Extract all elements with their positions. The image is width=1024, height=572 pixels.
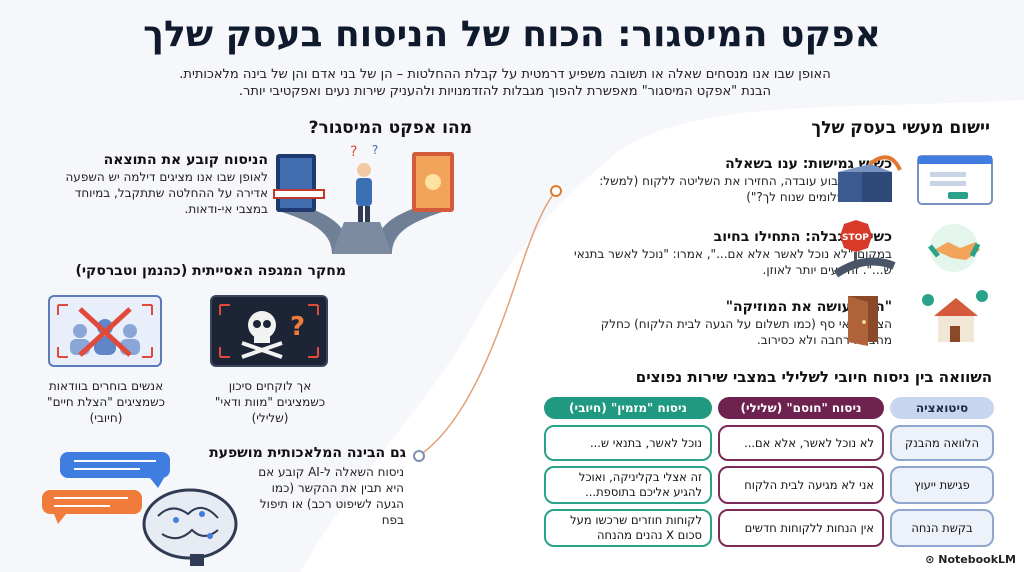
stop-road-icon: STOP [833,220,896,278]
right-heading: יישום מעשי בעסק שלך [811,118,990,138]
left-item-1: הניסוח קובע את התוצאה לאופן שבו אנו מציג… [42,151,268,217]
ai-brain-icon [42,452,238,566]
row-2-positive: זה אצלי בקליניקה, ואוכל להגיע אליכם בתוס… [544,466,712,504]
row-2-situation: פגישת ייעוץ [890,466,994,504]
svg-text:?: ? [290,312,305,342]
open-box-icon [838,155,902,202]
subtitle-line-1: האופן שבו אנו מנסחים שאלה או תשובה משפיע… [179,67,831,82]
right-icons: STOP [833,155,993,346]
handshake-icon [928,224,981,272]
svg-text:?: ? [350,144,357,160]
study-heading: מחקר המגפה האסייתית (כהנמן וטברסקי) [75,263,346,279]
crossroads-icon: ? ? [273,143,454,254]
tip-1-title: כשיש גמישות: ענו בשאלה [725,156,892,172]
table-heading: השוואה בין ניסוח חיובי לשלילי במצבי שירו… [635,368,992,386]
payment-form-icon [917,155,993,205]
page-title: אפקט המיסגור: הכוח של הניסוח בעסק שלך [143,14,881,55]
house-icon [922,290,988,342]
row-3-negative: אין הנחות ללקוחות חדשים [718,509,884,547]
logo-text: NotebookLM [938,553,1016,566]
study-right-caption: אנשים בוחרים בוודאות כשמציגים "הצלת חיים… [47,379,165,425]
row-2-negative: אני לא מגיעה לבית הלקוח [718,466,884,504]
stop-sign-label: STOP [842,233,869,243]
row-3-situation: בקשת הנחה [890,509,994,547]
study-left-caption: אך לוקחים סיכון כשמציגים "מוות ודאי" (של… [214,379,326,425]
row-3-positive: לקוחות חוזרים שרכשו מעל סכום X נהנים מהנ… [544,509,712,547]
row-1-negative: לא נוכל לאשר, אלא אם... [718,425,884,461]
row-1-situation: הלוואה מהבנק [890,425,994,461]
skull-icon: ? [210,295,328,367]
svg-text:?: ? [372,143,378,157]
people-choosing-icon [48,295,162,367]
subtitle-line-2: הבנת "אפקט המיסגור" מאפשרת להפוך מגבלות … [238,84,772,99]
ai-title: גם הבינה המלאכותית מושפעת [209,445,406,461]
ai-text: ניסוח השאלה ל-AI קובע אם היא תבין את ההק… [258,465,404,527]
page-subtitle: האופן שבו אנו מנסחים שאלה או תשובה משפיע… [150,66,860,100]
notebooklm-logo: ⊙ NotebookLM [925,553,1016,566]
col-negative: ניסוח "חוסם" (שלילי) [718,397,884,419]
row-1-positive: נוכל לאשר, בתנאי ש... [544,425,712,461]
col-situation: סיטואציה [890,397,994,419]
left-heading: מהו אפקט המיסגור? [308,118,472,138]
logo-icon: ⊙ [925,553,939,566]
col-positive: ניסוח "מזמין" (חיובי) [544,397,712,419]
left-item-1-title: הניסוח קובע את התוצאה [103,152,268,168]
door-icon [848,296,878,346]
left-item-1-text: לאופן שבו אנו מציגים דילמה יש השפעה אדיר… [65,170,268,216]
